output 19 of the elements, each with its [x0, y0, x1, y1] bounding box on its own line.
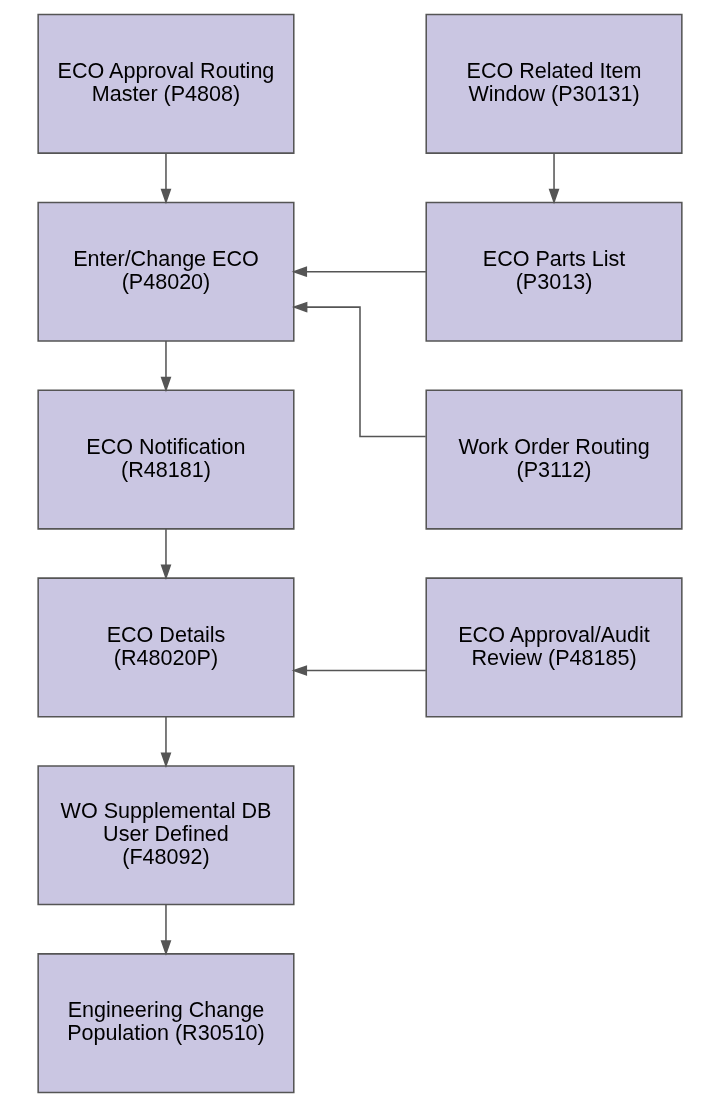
arrow: [548, 152, 560, 205]
arrow: [160, 716, 172, 768]
arrow: [291, 266, 427, 278]
node-box: ECO Notification (R48181): [37, 389, 295, 530]
arrow: [292, 301, 427, 438]
node-box: ECO Related Item Window (P30131): [425, 13, 683, 154]
arrow: [291, 665, 427, 676]
arrow: [160, 152, 172, 205]
node-box: ECO Approval Routing Master (P4808): [37, 13, 295, 154]
node-box: ECO Parts List (P3013): [425, 201, 683, 342]
arrow: [160, 340, 172, 393]
arrow: [160, 528, 172, 580]
arrow: [160, 903, 172, 956]
node-box: ECO Details (R48020P): [37, 577, 295, 718]
node-box: ECO Approval/Audit Review (P48185): [425, 577, 683, 718]
node-box: Engineering Change Population (R30510): [37, 953, 295, 1094]
node-box: Enter/Change ECO (P48020): [37, 201, 295, 342]
node-box: Work Order Routing (P3112): [425, 389, 683, 530]
node-box: WO Supplemental DB User Defined (F48092): [37, 765, 295, 906]
